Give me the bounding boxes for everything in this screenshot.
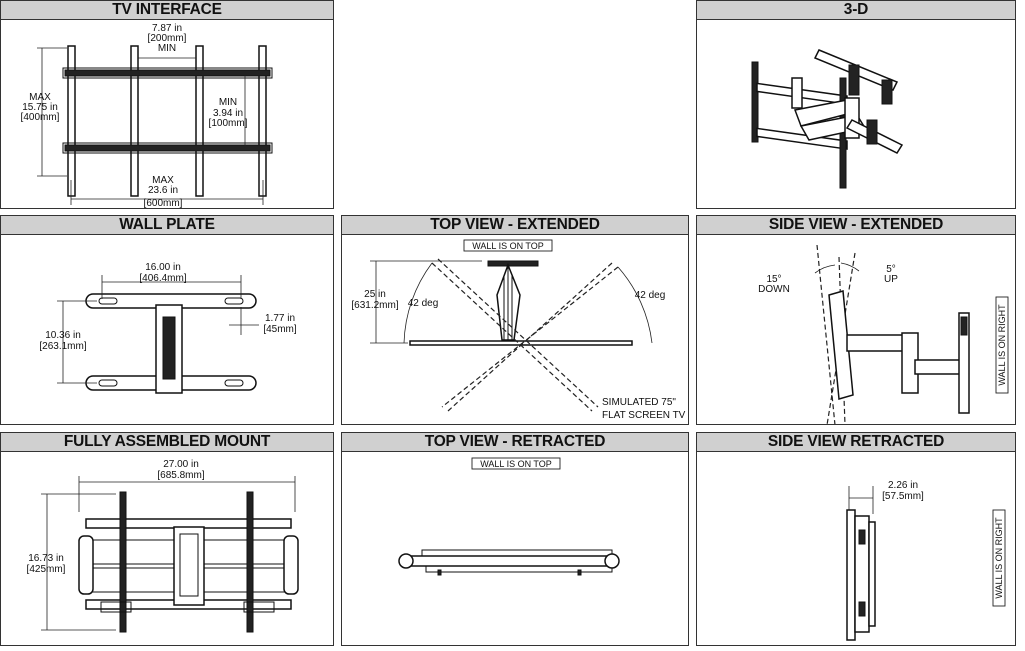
wall-label: WALL IS ON RIGHT [997, 304, 1007, 386]
angle-right: 42 deg [635, 290, 666, 301]
retracted-tv-bracket [846, 509, 856, 641]
panel-title: WALL PLATE [1, 216, 333, 235]
max-height-tag: MAX [29, 92, 51, 103]
down-label: DOWN [758, 284, 790, 295]
panel-body: 15° DOWN 5° UP WALL IS ON RIGHT [697, 235, 1015, 424]
plate-height-value: 10.36 in [45, 330, 81, 341]
screen-note-line1: SIMULATED 75" [602, 397, 676, 408]
min-height-mm: [100mm] [209, 118, 248, 129]
retracted-depth-mm: [57.5mm] [882, 491, 924, 502]
panel-body: 16.00 in [406.4mm] 10.36 in [263.1mm] 1.… [1, 235, 333, 424]
panel-side-view-extended: SIDE VIEW - EXTENDED 15° DOWN 5° UP [696, 215, 1016, 425]
wall-plate-side [958, 312, 970, 414]
panel-body: 27.00 in [685.8mm] 16.73 in [425mm] [1, 452, 333, 645]
angle-left: 42 deg [408, 298, 439, 309]
slot-value: 1.77 in [265, 313, 295, 324]
tv-bracket-3d [813, 49, 904, 154]
panel-title: TV INTERFACE [1, 1, 333, 20]
retracted-end-left [398, 553, 414, 569]
wall-label-box [463, 239, 553, 252]
retracted-end-right [604, 553, 620, 569]
panel-title: FULLY ASSEMBLED MOUNT [1, 433, 333, 452]
wall-label: WALL IS ON TOP [472, 241, 544, 251]
assembled-vertical-right [246, 491, 254, 633]
arm-side [846, 334, 906, 352]
max-height-mm: [400mm] [21, 112, 60, 123]
max-height-value: 15.75 in [22, 102, 58, 113]
assembled-column [173, 526, 205, 606]
assembled-width-mm: [685.8mm] [157, 470, 204, 481]
wall-label-box [471, 457, 561, 470]
min-width-tag: MIN [158, 43, 176, 54]
panel-title: TOP VIEW - RETRACTED [342, 433, 688, 452]
panel-top-view-extended: TOP VIEW - EXTENDED WALL IS ON TOP [341, 215, 689, 425]
panel-wall-plate: WALL PLATE 16.00 in [406.4mm] [0, 215, 334, 425]
assembled-height-value: 16.73 in [28, 553, 64, 564]
top-view-retracted-drawing: WALL IS ON TOP [398, 457, 620, 576]
panel-title: SIDE VIEW - EXTENDED [697, 216, 1015, 235]
top-tv-bar [64, 69, 271, 77]
plate-width-mm: [406.4mm] [139, 273, 186, 284]
min-height-tag: MIN [219, 97, 237, 108]
panel-top-view-retracted: TOP VIEW - RETRACTED WALL IS ON TOP [341, 432, 689, 646]
wall-label: WALL IS ON RIGHT [994, 517, 1004, 599]
max-width-mm: [600mm] [144, 198, 183, 209]
up-degrees: 5° [886, 264, 896, 275]
plate-height-mm: [263.1mm] [39, 341, 86, 352]
panel-body: WALL IS ON TOP 25 in [342, 235, 688, 424]
tv-rotated-left [431, 262, 593, 412]
top-view-extended-drawing: WALL IS ON TOP 25 in [351, 239, 686, 421]
assembled-vertical-left [119, 491, 127, 633]
panel-title: 3-D [697, 1, 1015, 20]
max-width-value: 23.6 in [148, 185, 178, 196]
arm-bundle [496, 262, 521, 341]
vertical-rails [67, 45, 267, 197]
min-height-value: 3.94 in [213, 108, 243, 119]
panel-body: 2.26 in [57.5mm] WALL IS ON RIGHT [697, 452, 1015, 645]
bottom-tv-bar [64, 144, 271, 152]
panel-body: WALL IS ON TOP [342, 452, 688, 645]
retracted-bar [403, 555, 617, 567]
panel-side-view-retracted: SIDE VIEW RETRACTED 2.26 in [57.5mm] WAL… [696, 432, 1016, 646]
assembled-width-value: 27.00 in [163, 459, 199, 470]
panel-fully-assembled: FULLY ASSEMBLED MOUNT 27. [0, 432, 334, 646]
retracted-wall-plate [868, 521, 876, 627]
panel-title: SIDE VIEW RETRACTED [697, 433, 1015, 452]
side-view-extended-drawing: 15° DOWN 5° UP WALL IS ON RIGHT [758, 244, 1009, 424]
plate-width-value: 16.00 in [145, 262, 181, 273]
min-width-mm: [200mm] [148, 33, 187, 44]
screen-note-line2: FLAT SCREEN TV [602, 410, 686, 421]
panel-body [697, 20, 1015, 208]
depth-value: 25 in [364, 289, 386, 300]
wall-plate-drawing: 16.00 in [406.4mm] 10.36 in [263.1mm] 1.… [39, 262, 297, 394]
down-degrees: 15° [766, 274, 781, 285]
min-width-value: 7.87 in [152, 23, 182, 34]
tv-interface-drawing: 7.87 in [200mm] MIN MAX 15.75 in [400mm]… [21, 23, 273, 209]
tv-rotated-right [447, 262, 613, 412]
up-label: UP [884, 274, 898, 285]
panel-3d: 3-D [696, 0, 1016, 209]
wall-label: WALL IS ON TOP [480, 459, 552, 469]
panel-body: 7.87 in [200mm] MIN MAX 15.75 in [400mm]… [1, 20, 333, 208]
panel-tv-interface: TV INTERFACE [0, 0, 334, 209]
assembled-height-mm: [425mm] [27, 564, 66, 575]
panel-title: TOP VIEW - EXTENDED [342, 216, 688, 235]
slot-mm: [45mm] [263, 324, 297, 335]
max-width-tag: MAX [152, 175, 174, 186]
depth-mm: [631.2mm] [351, 300, 398, 311]
tv-bracket-side [828, 290, 854, 400]
retracted-depth-value: 2.26 in [888, 480, 918, 491]
3d-drawing [751, 49, 904, 189]
side-view-retracted-drawing: 2.26 in [57.5mm] WALL IS ON RIGHT [846, 480, 1006, 641]
assembled-drawing: 27.00 in [685.8mm] 16.73 in [425mm] [27, 459, 299, 633]
